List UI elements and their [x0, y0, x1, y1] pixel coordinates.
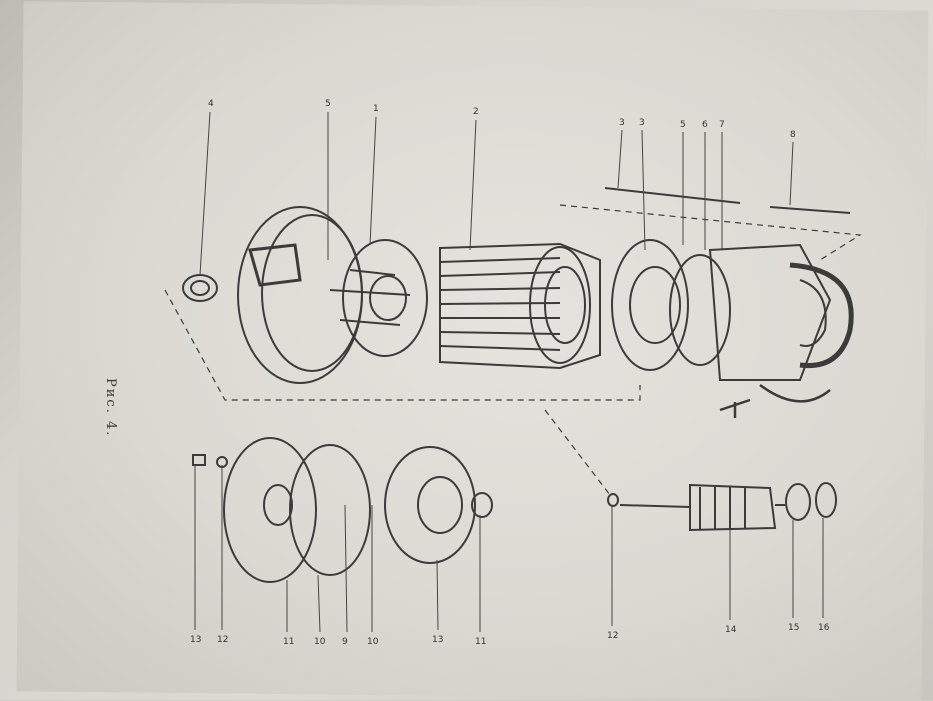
callout-bottom-7: 13	[432, 635, 443, 645]
leader-lines-top	[199, 111, 794, 276]
callout-bottom-10: 14	[725, 625, 737, 635]
callout-top-9: 7	[719, 120, 725, 130]
stator-part	[439, 242, 601, 370]
callout-bottom-6: 10	[367, 637, 379, 647]
rear-housing-part	[708, 243, 854, 381]
callout-bottom-11: 15	[788, 623, 799, 633]
callout-top-10: 8	[790, 130, 796, 140]
tie-bolts	[604, 187, 851, 214]
callout-top-7: 5	[680, 120, 686, 130]
assembly-outline-right	[559, 204, 862, 261]
callout-bottom-1: 13	[190, 635, 201, 645]
assembly-outline-lower	[544, 409, 611, 496]
callout-bottom-8: 11	[475, 637, 486, 647]
callout-top-6: 3	[639, 118, 645, 128]
callout-bottom-9: 12	[607, 631, 618, 641]
callout-top-1: 4	[208, 99, 214, 109]
bearing-cap-part	[182, 274, 218, 302]
leader-lines-bottom	[194, 465, 824, 633]
callout-top-8: 6	[702, 120, 708, 130]
callout-bottom-5: 9	[342, 637, 348, 647]
callout-bottom-2: 12	[217, 635, 228, 645]
end-shield-part	[611, 239, 731, 371]
callout-top-5: 3	[619, 118, 625, 128]
assembly-outline-upper	[164, 289, 641, 401]
callouts-bottom: 13 12 11 10 9 10 13 11 12 14 15 16	[190, 623, 830, 647]
rotor-part	[607, 482, 837, 532]
callout-top-4: 2	[473, 107, 479, 117]
callout-bottom-3: 11	[283, 637, 294, 647]
power-cord	[719, 383, 831, 418]
callouts-top: 4 5 1 2 3 3 5 6 7 8	[208, 99, 796, 140]
callout-bottom-4: 10	[314, 637, 326, 647]
brush-holder-part	[329, 239, 428, 357]
callout-top-3: 1	[373, 104, 379, 114]
callout-bottom-12: 16	[818, 623, 830, 633]
callout-top-2: 5	[325, 99, 331, 109]
fan-housing-part	[223, 437, 493, 583]
